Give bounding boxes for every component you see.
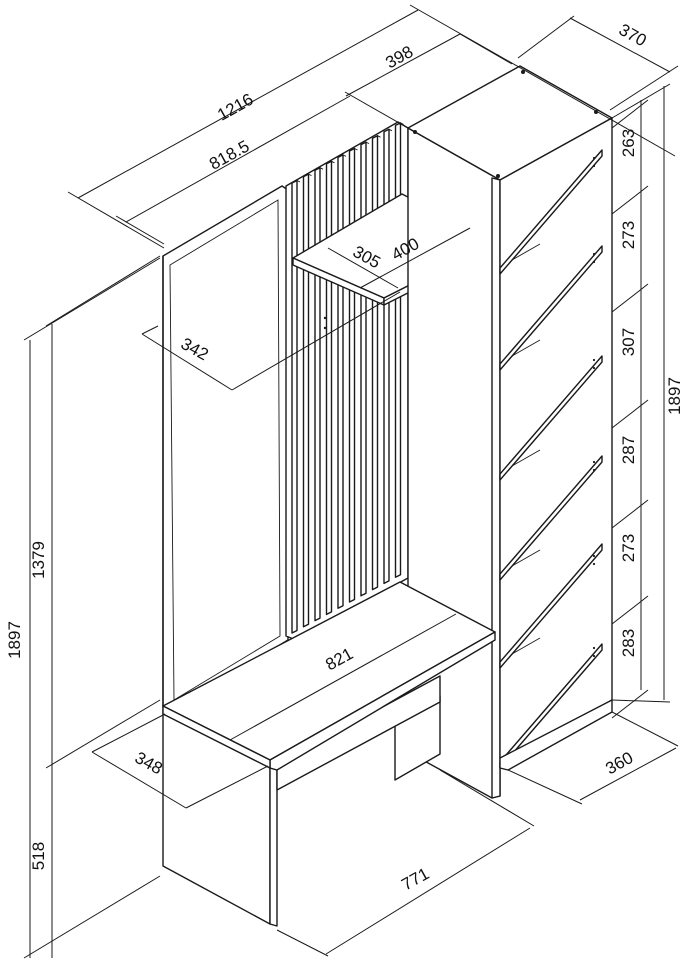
dim-total-width: 1216 [214,90,256,125]
dim-bench-base-width: 771 [398,864,432,894]
slat-edge [319,167,324,170]
shelf-pin-hole [592,654,596,658]
slat [360,141,367,597]
dim-hall-width: 818.5 [206,137,252,174]
compartment-tick [611,99,649,129]
shelf-pin-hole [592,252,596,256]
dim-total-height-right: 1897 [665,377,684,415]
shelf-pin-hole [592,156,596,160]
slat [394,122,402,578]
slat [371,134,379,591]
compartment-tick [611,185,649,215]
slat-edge [354,148,358,151]
dim-tower-width: 398 [382,42,416,72]
dim-compartment: 273 [619,534,638,562]
tower-shelf [499,355,603,481]
slat [337,154,344,609]
tower-shelf [499,245,603,371]
shelf-pin-hole [592,366,596,370]
shelf-pin-hole [592,554,596,558]
compartment-tick [611,595,649,625]
shelf-depth-line [511,549,541,567]
slat-edge [296,180,301,183]
shelf-pin-hole [592,260,596,264]
dim-compartment: 283 [619,629,638,657]
mirror-panel [162,185,289,713]
slat-edge [400,122,404,125]
slat-edge [377,135,381,138]
slat [348,147,356,603]
slat-edge [342,154,347,157]
shelf-pin-hole [592,468,596,472]
slat [383,128,390,585]
slat [291,179,298,634]
slat-edge [308,173,312,177]
bench [162,581,496,927]
dimension-lines [23,4,679,959]
tower-shelf [499,455,603,581]
shelf-pin-hole [592,562,596,566]
shelf-pin-hole [592,646,596,650]
shelf-pin-hole [592,460,596,464]
dim-bench-height: 518 [29,842,48,870]
compartment-tick [611,399,649,429]
dim-compartment: 307 [619,328,638,356]
slat-edge [388,128,393,132]
dim-bench-depth: 348 [132,748,166,778]
dim-total-height-left: 1897 [5,621,24,659]
slat [314,166,321,622]
slat-panel [285,121,409,641]
shelf-pin-hole [592,358,596,362]
slat [325,160,333,616]
slat-edge [331,160,335,164]
dim-tower-base-depth: 360 [602,748,636,778]
compartment-tick [611,283,649,313]
tower-shelf [499,149,603,275]
slat-edge [365,141,370,145]
dim-compartment: 263 [619,129,638,157]
dim-upper-height: 1379 [29,541,48,579]
dim-compartment: 273 [619,221,638,249]
shelf-pin-hole [592,164,596,168]
dim-compartment: 287 [619,436,638,464]
slat [302,173,310,628]
shelf-depth-line [511,637,541,655]
tower-shelf [499,543,603,669]
compartment-tick [611,689,649,719]
shelf-depth-line [511,449,541,467]
compartment-tick [611,499,649,529]
shelf-depth-line [511,339,541,357]
shelf-depth-line [511,243,541,261]
